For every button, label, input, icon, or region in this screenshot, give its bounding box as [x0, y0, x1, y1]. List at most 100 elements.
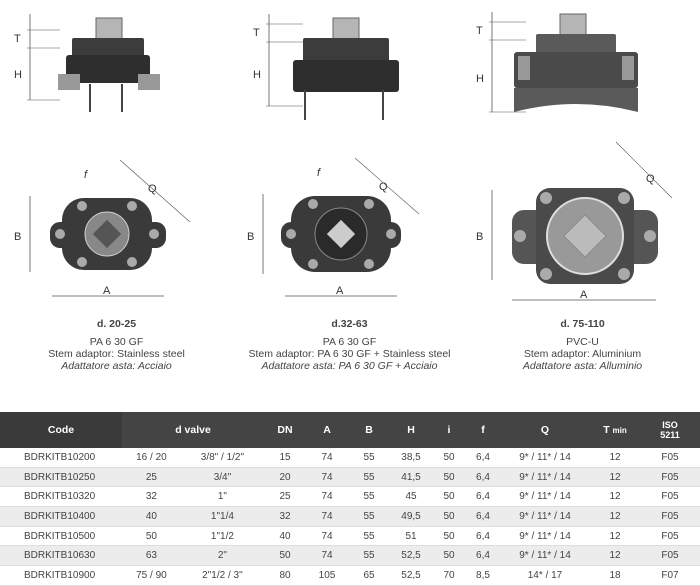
cell-iso: F05	[640, 506, 700, 527]
cell-a: 74	[306, 486, 348, 508]
cell-f: 6,4	[466, 486, 500, 508]
cell-iso: F05	[640, 545, 700, 567]
col-f: f	[466, 412, 500, 448]
cell-inch: 3/4"	[180, 467, 264, 488]
cell-d: 40	[122, 506, 181, 527]
panel-size: d.32-63	[331, 318, 368, 330]
cell-iso: F05	[640, 467, 700, 488]
dim-b-label: B	[247, 231, 254, 243]
cell-a: 74	[306, 506, 348, 527]
cell-b: 55	[348, 467, 390, 488]
cell-f: 6,4	[466, 467, 500, 488]
panel-stem: Stem adaptor: Aluminium	[523, 348, 642, 360]
cell-h: 49,5	[390, 506, 432, 527]
cell-b: 55	[348, 506, 390, 527]
dim-h-label: H	[476, 73, 484, 85]
cell-f: 6,4	[466, 526, 500, 547]
panel-size: d. 75-110	[560, 318, 605, 330]
col-i: i	[432, 412, 466, 448]
col-d-valve: d valve	[122, 412, 264, 448]
cell-code: BDRKITB10900	[0, 565, 122, 586]
cell-d: 63	[122, 545, 181, 567]
cell-d: 16 / 20	[122, 448, 181, 468]
cell-b: 65	[348, 565, 390, 586]
cell-a: 74	[306, 448, 348, 468]
cell-q: 9* / 11* / 14	[500, 448, 590, 468]
panel-size: d. 20-25	[96, 318, 137, 330]
dim-b-label: B	[476, 231, 483, 243]
panel-stem: Stem adaptor: PA 6 30 GF + Stainless ste…	[248, 348, 451, 360]
cell-code: BDRKITB10200	[0, 448, 122, 468]
col-a: A	[306, 412, 348, 448]
col-q: Q	[500, 412, 590, 448]
cell-d: 75 / 90	[122, 565, 181, 586]
cell-i: 50	[432, 486, 466, 508]
cell-b: 55	[348, 545, 390, 567]
cell-q: 9* / 11* / 14	[500, 526, 590, 547]
cell-i: 50	[432, 545, 466, 567]
cell-dn: 20	[264, 467, 306, 488]
cell-t: 12	[590, 506, 640, 527]
cell-inch: 1"1/2	[180, 526, 264, 547]
cell-code: BDRKITB10250	[0, 467, 122, 488]
cell-a: 74	[306, 545, 348, 567]
cell-t: 12	[590, 467, 640, 488]
cell-b: 55	[348, 448, 390, 468]
panel-material: PA 6 30 GF	[89, 336, 144, 348]
col-t-min: T min	[590, 412, 640, 448]
cell-t: 12	[590, 545, 640, 567]
cell-inch: 1"1/4	[180, 506, 264, 527]
cell-dn: 32	[264, 506, 306, 527]
cell-q: 14* / 17	[500, 565, 590, 586]
cell-inch: 3/8" / 1/2"	[180, 448, 264, 468]
product-panel-d32-63: T H B A f Q d.32-63	[233, 0, 466, 410]
dim-h-label: H	[14, 69, 22, 81]
front-view: B A Q	[476, 141, 673, 301]
side-view: T H	[476, 12, 638, 113]
table-row: BDRKITB10250 25 3/4" 20 74 55 41,5 50 6,…	[0, 467, 700, 488]
cell-h: 52,5	[390, 545, 432, 567]
cell-a: 74	[306, 467, 348, 488]
cell-f: 8,5	[466, 565, 500, 586]
panel-stem: Stem adaptor: Stainless steel	[48, 348, 185, 360]
dim-h-label: H	[253, 69, 261, 81]
cell-a: 74	[306, 526, 348, 547]
cell-iso: F05	[640, 448, 700, 468]
cell-q: 9* / 11* / 14	[500, 506, 590, 527]
cell-q: 9* / 11* / 14	[500, 545, 590, 567]
dim-q-label: Q	[646, 173, 655, 185]
cell-q: 9* / 11* / 14	[500, 467, 590, 488]
cell-t: 12	[590, 526, 640, 547]
col-b: B	[348, 412, 390, 448]
table-row: BDRKITB10400 40 1"1/4 32 74 55 49,5 50 6…	[0, 506, 700, 527]
cell-d: 32	[122, 486, 181, 508]
table-row: BDRKITB10200 16 / 20 3/8" / 1/2" 15 74 5…	[0, 448, 700, 468]
panel-material: PA 6 30 GF	[322, 336, 377, 348]
cell-dn: 80	[264, 565, 306, 586]
cell-code: BDRKITB10400	[0, 506, 122, 527]
cell-f: 6,4	[466, 545, 500, 567]
cell-h: 38,5	[390, 448, 432, 468]
dim-a-label: A	[336, 285, 344, 297]
product-panel-d20-25: T H B A f Q	[0, 0, 233, 410]
cell-code: BDRKITB10320	[0, 486, 122, 508]
cell-inch: 2"1/2 / 3"	[180, 565, 264, 586]
panel-stem-it: Adattatore asta: Alluminio	[522, 360, 643, 372]
product-panel-d75-110: T H B A Q d. 75-11	[466, 0, 699, 410]
dim-t-label: T	[253, 27, 260, 39]
cell-h: 51	[390, 526, 432, 547]
cell-h: 45	[390, 486, 432, 508]
cell-t: 18	[590, 565, 640, 586]
panel-material: PVC-U	[566, 336, 599, 348]
cell-h: 52,5	[390, 565, 432, 586]
cell-q: 9* / 11* / 14	[500, 486, 590, 508]
cell-t: 12	[590, 486, 640, 508]
cell-b: 55	[348, 486, 390, 508]
cell-i: 50	[432, 448, 466, 468]
cell-a: 105	[306, 565, 348, 586]
cell-dn: 50	[264, 545, 306, 567]
col-h: H	[390, 412, 432, 448]
side-view: T H	[253, 14, 399, 120]
